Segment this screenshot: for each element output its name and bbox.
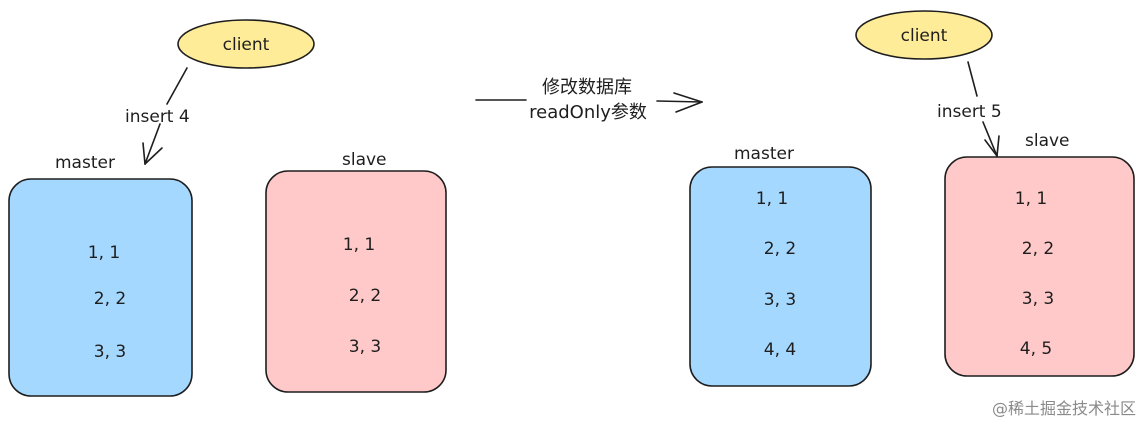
right-slave-row: 3, 3 [1022, 289, 1054, 309]
left-client-node: client [177, 19, 315, 69]
left-master-row: 1, 1 [88, 243, 120, 263]
left-master-row: 2, 2 [94, 289, 126, 309]
right-insert-label: insert 5 [937, 102, 1002, 122]
right-slave-title: slave [1025, 131, 1070, 151]
right-master-row: 3, 3 [764, 290, 796, 310]
left-insert-arrow [142, 67, 188, 165]
transition-label-line2: readOnly参数 [529, 102, 647, 123]
left-slave-row: 2, 2 [349, 286, 381, 306]
transition-arrow [475, 92, 703, 113]
right-master-db [689, 166, 872, 387]
right-client-node: client [855, 10, 993, 60]
right-slave-row: 4, 5 [1020, 339, 1052, 359]
left-master-row: 3, 3 [94, 342, 126, 362]
left-slave-row: 1, 1 [343, 235, 375, 255]
left-slave-db [265, 170, 447, 393]
transition-label-line1: 修改数据库 [542, 77, 632, 98]
watermark: @稀土掘金技术社区 [992, 399, 1136, 418]
right-master-title: master [734, 144, 794, 164]
right-master-row: 2, 2 [764, 239, 796, 259]
right-client-label: client [901, 26, 948, 46]
right-slave-row: 2, 2 [1022, 239, 1054, 259]
right-slave-db [944, 156, 1135, 377]
left-slave-row: 3, 3 [349, 337, 381, 357]
left-slave-title: slave [342, 150, 387, 170]
left-master-db [8, 178, 193, 397]
right-insert-arrow [967, 61, 1000, 157]
right-slave-row: 1, 1 [1015, 189, 1047, 209]
left-insert-label: insert 4 [125, 107, 190, 127]
left-client-label: client [223, 35, 270, 55]
right-master-row: 1, 1 [756, 189, 788, 209]
left-master-title: master [55, 153, 115, 173]
right-master-row: 4, 4 [764, 340, 796, 360]
